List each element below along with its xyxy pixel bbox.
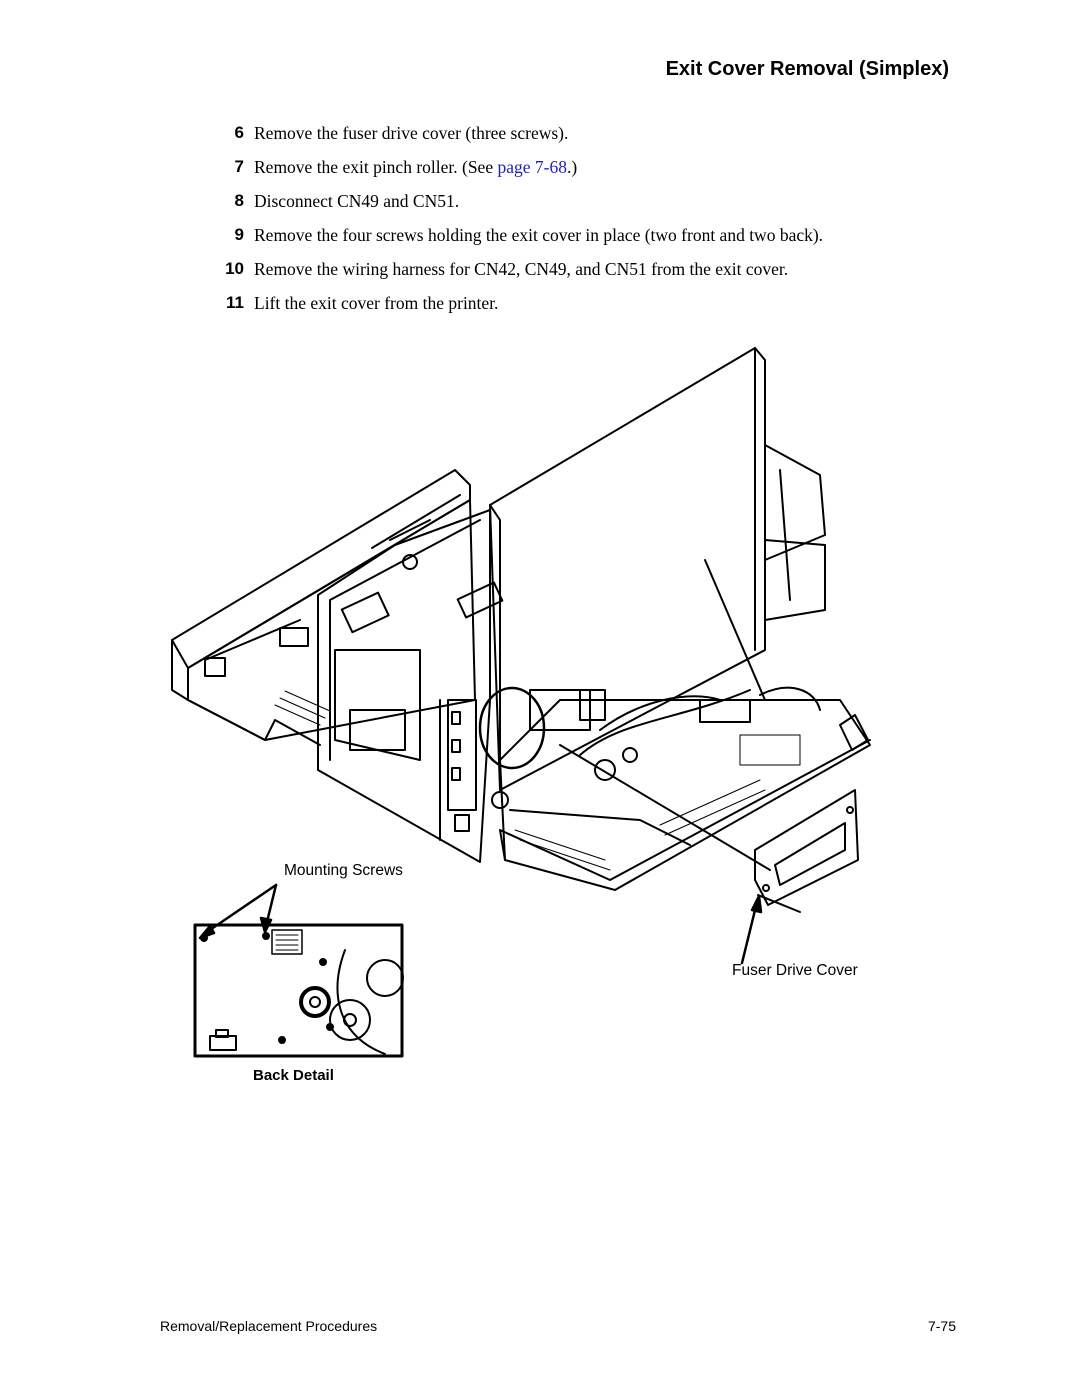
step-11: 11 Lift the exit cover from the printer. <box>216 288 936 322</box>
printer-engine-body <box>317 509 504 863</box>
footer-page-number: 7-75 <box>927 1318 956 1334</box>
page-reference-link[interactable]: page 7-68 <box>497 157 567 177</box>
step-number: 9 <box>234 225 244 244</box>
mounting-screws-label: Mounting Screws <box>284 862 403 879</box>
fuser-drive-cover-part <box>754 789 859 913</box>
step-text: Lift the exit cover from the printer. <box>254 293 499 313</box>
step-8: 8 Disconnect CN49 and CN51. <box>216 186 936 220</box>
step-number: 8 <box>234 191 244 210</box>
step-text: Remove the wiring harness for CN42, CN49… <box>254 259 789 279</box>
exit-assembly-lower <box>491 686 871 891</box>
step-text: Remove the exit pinch roller. (See page … <box>254 152 577 182</box>
step-text: Remove the fuser drive cover (three scre… <box>254 123 569 143</box>
step-9: 9 Remove the four screws holding the exi… <box>216 220 936 254</box>
step-text: Remove the four screws holding the exit … <box>254 225 824 245</box>
footer-section-name: Removal/Replacement Procedures <box>160 1318 378 1334</box>
printer-base-tray <box>171 469 476 746</box>
section-title: Exit Cover Removal (Simplex) <box>665 58 949 80</box>
step-number: 10 <box>225 259 244 278</box>
printer-right-frame <box>704 444 826 701</box>
step-text-suffix: .) <box>566 157 578 177</box>
fuser-drive-cover-label: Fuser Drive Cover <box>732 962 858 979</box>
step-6: 6 Remove the fuser drive cover (three sc… <box>216 118 936 152</box>
step-10: 10 Remove the wiring harness for CN42, C… <box>216 254 936 288</box>
exit-cover-panel <box>489 347 766 791</box>
back-detail-inset <box>193 923 404 1058</box>
step-text-prefix: Remove the exit pinch roller. (See <box>254 157 498 177</box>
step-number: 7 <box>234 157 244 176</box>
step-number: 11 <box>226 293 244 312</box>
step-7: 7 Remove the exit pinch roller. (See pag… <box>216 152 936 186</box>
step-text: Disconnect CN49 and CN51. <box>254 191 460 211</box>
back-detail-caption: Back Detail <box>253 1067 334 1084</box>
connector-highlight-circle <box>478 686 546 770</box>
step-number: 6 <box>234 123 244 142</box>
procedure-steps: 6 Remove the fuser drive cover (three sc… <box>216 118 936 322</box>
